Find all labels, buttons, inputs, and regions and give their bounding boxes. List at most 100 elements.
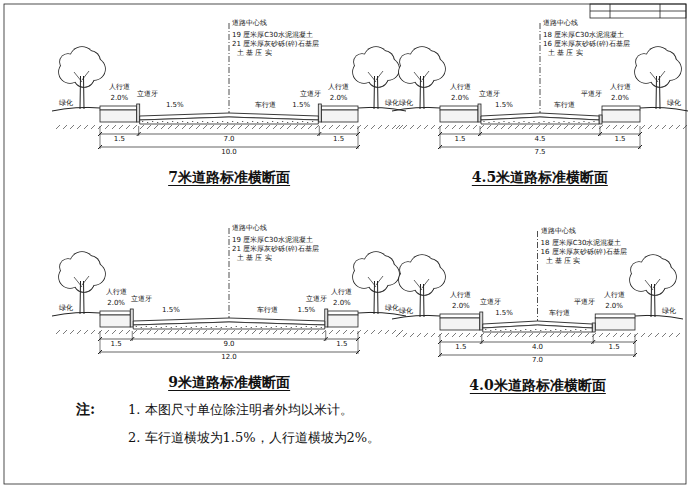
gravel-dot <box>493 121 494 122</box>
gravel-dot <box>490 330 491 331</box>
zone-label: 绿化 <box>385 100 399 108</box>
subgrade-hatch <box>655 333 659 337</box>
gravel-dot <box>535 329 536 330</box>
subgrade-hatch <box>336 330 340 334</box>
gravel-dot <box>578 122 579 123</box>
gravel-dot <box>171 327 172 328</box>
gravel-dot <box>570 330 571 331</box>
gravel-dot <box>543 121 544 122</box>
subgrade-hatch <box>245 125 249 129</box>
subgrade-hatch <box>175 330 179 334</box>
tree-branch <box>368 71 383 82</box>
tree-symbol <box>58 46 106 109</box>
dimension-line <box>100 147 358 148</box>
tree-crown <box>420 259 440 279</box>
tree-trunk <box>651 284 655 317</box>
lane-label: 车行道 <box>255 102 276 110</box>
subgrade-hatch <box>196 330 200 334</box>
sidewalk-paving <box>100 311 130 315</box>
gravel-dot <box>321 327 322 328</box>
tree-branch <box>414 279 429 290</box>
subgrade-hatch <box>154 330 158 334</box>
sidewalk-base <box>595 318 635 330</box>
layer-note: 19 厘米厚C30水泥混凝土 <box>232 32 313 40</box>
slope-label: 2.0% <box>107 300 125 308</box>
gravel-dot <box>227 122 228 123</box>
curb-label: 立道牙 <box>480 299 501 307</box>
dimension-tick <box>356 337 360 341</box>
subgrade-hatch <box>259 125 263 129</box>
subgrade-hatch <box>119 330 123 334</box>
subgrade-hatch <box>564 333 568 337</box>
gravel-dot <box>297 122 298 123</box>
subgrade-hatch <box>105 330 109 334</box>
gravel-dot <box>311 327 312 328</box>
subgrade-hatch <box>175 125 179 129</box>
subgrade-hatch <box>126 330 130 334</box>
dimension-tick <box>633 340 637 344</box>
subgrade-hatch <box>112 330 116 334</box>
subgrade-hatch <box>445 333 449 337</box>
subgrade-hatch <box>343 125 347 129</box>
subgrade-hatch <box>515 333 519 337</box>
sidewalk-paving <box>440 106 478 110</box>
dimension-text: 1.5 <box>111 341 122 349</box>
extension-line <box>635 334 636 357</box>
lane-label: 车行道 <box>549 310 570 318</box>
dimension-tick <box>633 353 637 357</box>
gravel-dot <box>202 121 203 122</box>
subgrade-hatch <box>252 125 256 129</box>
gravel-dot <box>508 122 509 123</box>
subgrade-hatch <box>357 330 361 334</box>
tree-crown <box>636 54 652 70</box>
dimension-tick <box>356 145 360 149</box>
subgrade-hatch <box>501 125 505 129</box>
slope-label: 1.5% <box>292 102 310 110</box>
subgrade-hatch <box>396 333 400 337</box>
subgrade-hatch <box>417 125 421 129</box>
subgrade-hatch <box>329 330 333 334</box>
subgrade-hatch <box>487 125 491 129</box>
subgrade-hatch <box>508 333 512 337</box>
lane-label: 人行道 <box>109 84 130 92</box>
gravel-dot <box>176 326 177 327</box>
gravel-dot <box>533 121 534 122</box>
tree-trunk <box>80 281 84 314</box>
gravel-base <box>140 117 319 124</box>
subgrade-hatch <box>133 330 137 334</box>
gravel-dot <box>503 121 504 122</box>
gravel-dot <box>553 121 554 122</box>
subgrade-hatch <box>161 125 165 129</box>
tree-symbol <box>352 251 400 314</box>
green-ground <box>52 107 100 111</box>
gravel-dot <box>312 121 313 122</box>
subgrade-hatch <box>459 333 463 337</box>
tree-branch <box>74 276 89 287</box>
subgrade-hatch <box>634 333 638 337</box>
gravel-dot <box>291 327 292 328</box>
zone-label: 绿化 <box>59 305 73 313</box>
gravel-dot <box>510 330 511 331</box>
gravel-dot <box>157 122 158 123</box>
tree-crown <box>400 54 416 70</box>
slope-label: 1.5% <box>166 102 184 110</box>
subgrade-hatch <box>452 333 456 337</box>
subgrade-hatch <box>648 125 652 129</box>
gravel-dot <box>267 122 268 123</box>
dimension-tick <box>356 350 360 354</box>
dimension-tick <box>98 337 102 341</box>
subgrade-hatch <box>529 125 533 129</box>
subgrade-hatch <box>273 330 277 334</box>
sidewalk-base <box>602 110 640 122</box>
centerline-label: 道路中心线 <box>232 225 267 233</box>
dimension-tick <box>438 132 442 136</box>
curb-label: 平道牙 <box>581 91 602 99</box>
section-title: 9米道路标准横断面 <box>168 375 290 391</box>
subgrade-hatch <box>280 125 284 129</box>
note-text: 1. 本图尺寸单位除注明者外均以米计。 <box>128 403 353 417</box>
subgrade-hatch <box>147 125 151 129</box>
lane-label: 人行道 <box>331 289 352 297</box>
zone-label: 绿化 <box>399 100 413 108</box>
tree-symbol <box>398 254 446 317</box>
dimension-tick <box>438 353 442 357</box>
